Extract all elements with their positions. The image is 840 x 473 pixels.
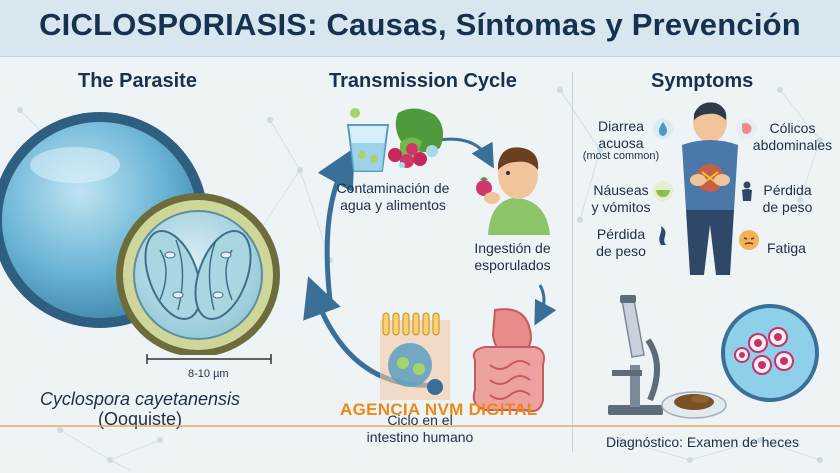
symptom-nausea-label: Náuseas y vómitos: [586, 182, 656, 216]
section-divider: [572, 72, 573, 452]
symptom-weightloss-right-label: Pérdida de peso: [750, 182, 825, 216]
page-title: CICLOSPORIASIS: Causas, Síntomas y Preve…: [39, 7, 801, 42]
step-ingestion-text: Ingestión de esporulados: [474, 240, 551, 273]
symptom-diarrhea-note: (most common): [582, 150, 660, 162]
header-banner: [0, 0, 840, 57]
symptom-weightloss-right-text: Pérdida de peso: [762, 182, 813, 215]
oocyst-label: (Ooquiste): [97, 409, 183, 429]
sick-person-figure: [682, 102, 738, 275]
scale-label: 8-10 µm: [188, 368, 229, 380]
section-title-symptoms: Symptoms: [651, 70, 754, 92]
symptom-weightloss-left-label: Pérdida de peso: [586, 226, 656, 260]
symptom-cramps-text: Cólicos abdominales: [752, 120, 833, 153]
body-figure-icon: [659, 226, 666, 245]
tired-face-icon: [739, 230, 759, 250]
symptom-diarrhea-label: Diarrea acuosa: [586, 118, 656, 152]
species-name: Cyclospora cayetanensis: [39, 389, 241, 409]
symptom-nausea-text: Náuseas y vómitos: [591, 182, 651, 215]
step-contamination-text: Contaminación de agua y alimentos: [336, 180, 450, 213]
diagnosis-label: Diagnóstico: Examen de heces: [606, 434, 799, 450]
person-eating-icon: [476, 147, 550, 235]
bottom-accent-line: [0, 425, 840, 427]
symptom-weightloss-left-text: Pérdida de peso: [596, 226, 646, 259]
symptom-cramps-label: Cólicos abdominales: [745, 120, 840, 154]
bowl-icon: [653, 181, 673, 201]
magnified-oocysts-view: [721, 304, 819, 402]
water-drop-icon: [653, 119, 673, 139]
step-intestine-text: Ciclo en el intestino humano: [366, 412, 474, 445]
intestine-cycle-illustration: [380, 308, 545, 413]
step-contamination-label: Contaminación de agua y alimentos: [328, 180, 458, 214]
symptom-fatigue-label: Fatiga: [767, 240, 806, 256]
contaminated-food-water-icon: [346, 108, 444, 172]
microscope-icon: [608, 295, 663, 415]
petri-dish-icon: [661, 391, 727, 419]
symptom-diarrhea-text: Diarrea acuosa: [598, 118, 644, 151]
stomach-pain-icon: [737, 119, 757, 139]
oocyst-illustration: [0, 112, 280, 355]
body-silhouette-icon: [742, 181, 752, 201]
section-title-parasite: The Parasite: [78, 70, 197, 92]
watermark-text: AGENCIA NVM DIGITAL: [340, 400, 538, 419]
step-ingestion-label: Ingestión de esporulados: [455, 240, 570, 274]
section-title-transmission: Transmission Cycle: [329, 70, 517, 92]
step-intestine-label: Ciclo en el intestino humano: [360, 412, 480, 446]
scale-bar: [146, 354, 272, 364]
